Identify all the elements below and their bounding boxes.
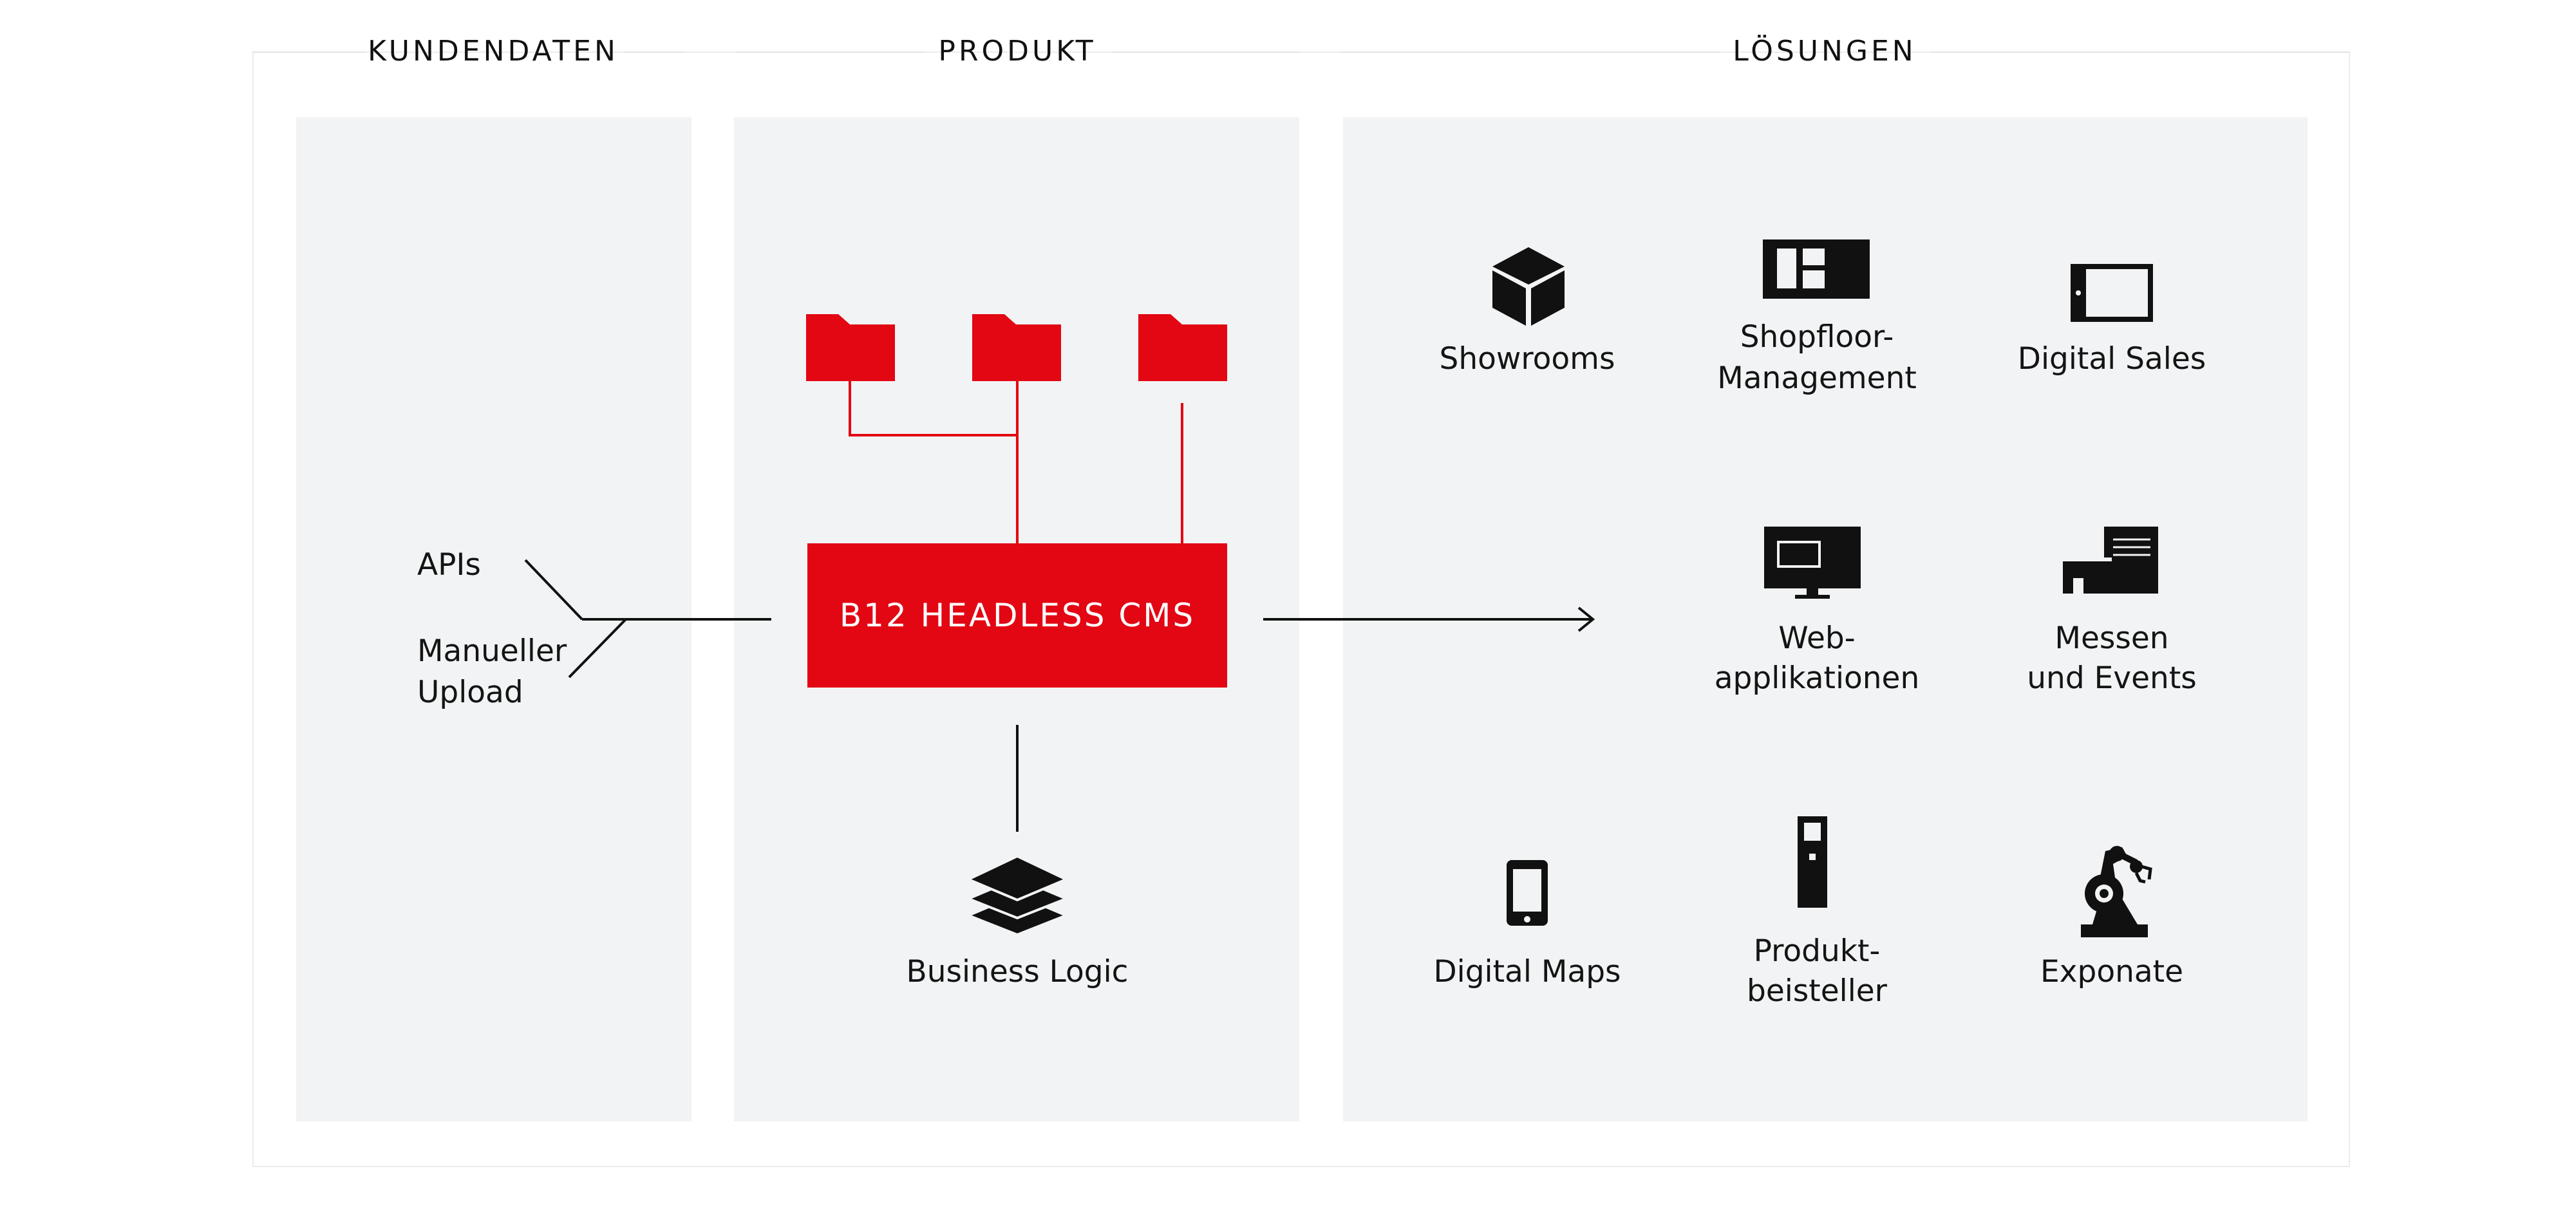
solution-digital-maps-label: Digital Maps — [1433, 954, 1621, 989]
folder-connectors — [849, 381, 1183, 543]
solution-exponate-label: Exponate — [2040, 954, 2184, 989]
title-divider — [735, 52, 925, 53]
title-divider — [1930, 52, 2350, 53]
dashboard-screen-icon — [1763, 239, 1870, 299]
folder-icon — [972, 314, 1061, 381]
diagram-frame — [252, 52, 2350, 1167]
headless-cms-label: B12 HEADLESS CMS — [839, 597, 1196, 634]
robot-arm-icon — [2081, 846, 2152, 937]
input-connector-lines — [524, 559, 771, 679]
solution-webapps-label-line1: Web- — [1778, 621, 1856, 656]
headless-cms-box: B12 HEADLESS CMS — [807, 543, 1227, 688]
kundendaten-title: KUNDENDATEN — [368, 35, 619, 68]
monitor-icon — [1764, 527, 1861, 599]
tablet-landscape-icon — [2071, 264, 2153, 322]
folder-icon — [1138, 314, 1227, 381]
produkt-title: PRODUKT — [938, 35, 1096, 68]
cube-icon — [1492, 247, 1565, 326]
output-arrow — [1263, 606, 1595, 632]
solution-webapps-label-line2: applikationen — [1714, 661, 1920, 696]
layers-icon — [964, 854, 1070, 937]
manual-upload-label-line1: Manueller — [417, 633, 567, 669]
solution-shopfloor-label-line2: Management — [1717, 361, 1917, 396]
kiosk-terminal-icon — [1798, 816, 1827, 908]
exhibition-booth-icon — [2063, 527, 2158, 594]
title-divider — [1111, 52, 1299, 53]
title-divider — [1340, 52, 1720, 53]
business-logic-label: Business Logic — [906, 954, 1129, 989]
solution-produktbeisteller-label-line2: beisteller — [1747, 973, 1887, 1009]
apis-label: APIs — [417, 547, 481, 583]
manual-upload-label-line2: Upload — [417, 675, 523, 710]
solution-produktbeisteller-label-line1: Produkt- — [1753, 933, 1881, 969]
solution-digital-sales-label: Digital Sales — [2017, 341, 2206, 377]
smartphone-icon — [1507, 860, 1548, 926]
solution-messen-label-line2: und Events — [2027, 661, 2197, 696]
solution-showrooms-label: Showrooms — [1439, 341, 1615, 377]
folder-icon — [806, 314, 895, 381]
title-divider — [625, 52, 684, 53]
solution-messen-label-line1: Messen — [2054, 621, 2169, 656]
title-divider — [252, 52, 366, 53]
loesungen-title: LÖSUNGEN — [1733, 35, 1917, 68]
solution-shopfloor-label-line1: Shopfloor- — [1740, 319, 1894, 355]
